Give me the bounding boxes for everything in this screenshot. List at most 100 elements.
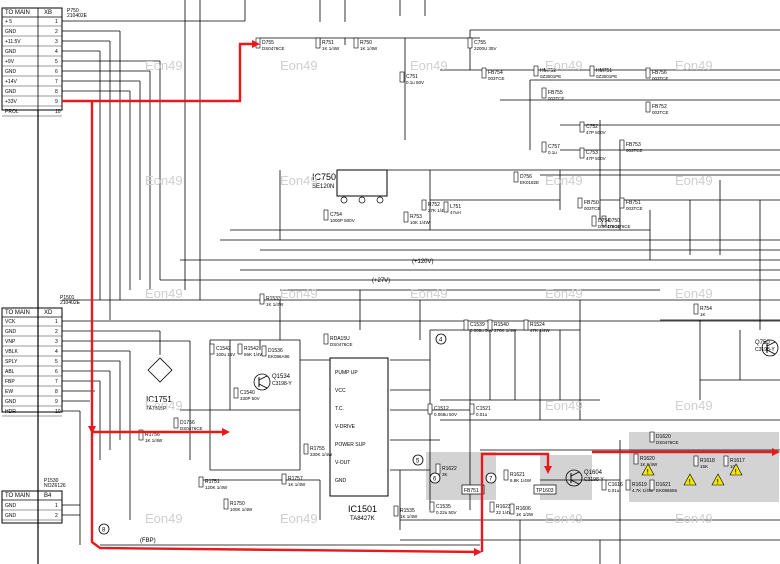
component-ref: D1756	[180, 420, 195, 426]
component-ref: FB750	[584, 200, 599, 206]
component-value: 100u 16V	[216, 352, 235, 357]
marker-8: 8	[98, 523, 110, 535]
transistor-part: C3198-Y	[755, 347, 775, 353]
connector-pin-label: +14V	[5, 79, 17, 85]
component-ref: D1620	[656, 434, 671, 440]
component-ref: R1751	[205, 479, 220, 485]
connector-pin-label: GND	[5, 69, 17, 75]
connector-pin-number: 8	[55, 389, 58, 395]
component-ref: C1616	[608, 482, 623, 488]
component-value: 270K 1/4W	[494, 328, 517, 333]
component-value: 0.01u	[608, 488, 620, 493]
connector-pin-label: FBP	[5, 379, 15, 385]
ic1751-part: TA7805P	[146, 406, 167, 412]
connector-pin-label: GND	[5, 29, 17, 35]
net-fbp: (FBP)	[140, 538, 156, 544]
connector-pin-label: SPLY	[5, 359, 18, 365]
connector-pin-label: VNP	[5, 339, 16, 345]
component-ref: C755	[474, 40, 486, 46]
tp1603-label: FB751	[464, 488, 479, 494]
component-ref: FB751	[626, 200, 641, 206]
connector-middle-title: TO MAIN	[5, 310, 30, 316]
component-value: EK086A96	[268, 354, 290, 359]
component-value: 0Z3001PE	[540, 74, 561, 79]
highlight-path-fbp	[90, 101, 481, 554]
component-value: 4.7K 1/4W	[632, 488, 654, 493]
component-ref: C754	[330, 212, 342, 218]
warning-icon: !	[729, 463, 743, 476]
component-value: 0.1u 50V	[406, 80, 424, 85]
component-value: 27K 1/4W	[428, 208, 449, 213]
connector-pin-number: 2	[55, 29, 58, 35]
ic1501-pin-label: V-OUT	[335, 460, 350, 466]
connector-pin-label: GND	[5, 89, 17, 95]
ic750-name: IC750	[312, 172, 336, 182]
connector-pin-number: 7	[55, 379, 58, 385]
marker-number: 6	[433, 477, 437, 483]
watermark-text: Eon49	[280, 173, 318, 188]
component-value: DS0476CE	[608, 224, 631, 229]
component-ref: R1622	[442, 466, 457, 472]
wires-top	[62, 0, 780, 340]
connector-pin-number: 2	[55, 513, 58, 519]
component-ref: C752	[586, 124, 598, 130]
component-ref: FB753	[626, 142, 641, 148]
component-value: 0.068u 50V	[470, 328, 493, 333]
component-value: 56K 1/4W	[244, 352, 265, 357]
component-ref: R750	[360, 40, 372, 46]
marker-4: 4	[435, 333, 447, 345]
connector-bottom-title: TO MAIN	[5, 493, 30, 499]
component-value: 15K	[700, 464, 708, 469]
connector-pin-label: +11.5V	[5, 39, 21, 45]
connector-pin-label: ABL	[5, 369, 15, 375]
warning-icon: !	[641, 463, 655, 476]
component-value: 0.22u 50V	[436, 510, 457, 515]
component-ref: R754	[700, 306, 712, 312]
watermark-text: Eon49	[280, 286, 318, 301]
component-value: 003TCE	[488, 76, 505, 81]
component-value: DS0476CE	[180, 426, 203, 431]
component-value: 003TCE	[584, 206, 601, 211]
component-ref: R1535	[400, 508, 415, 514]
connector-pin-number: 5	[55, 59, 58, 65]
watermark-text: Eon49	[675, 398, 713, 413]
ic750-part: SE120N	[312, 184, 334, 190]
component-value: EK086556	[656, 488, 678, 493]
watermark-text: Eon49	[675, 173, 713, 188]
arrow-icon	[772, 448, 780, 456]
connector-pin-label: GND	[5, 399, 17, 405]
component-value: 1K	[700, 312, 706, 317]
marker-7: 7	[485, 472, 497, 484]
component-ref: R1606	[516, 506, 531, 512]
component-value: 003TCE	[626, 206, 643, 211]
watermark-text: Eon49	[410, 58, 448, 73]
component-ref: R751	[322, 40, 334, 46]
connector-pin-label: PROL	[5, 109, 19, 115]
component-ref: R1757	[288, 476, 303, 482]
connector-middle-part: P1501	[60, 295, 75, 301]
connector-pin-number: 2	[55, 329, 58, 335]
component-value: 003TCE	[652, 110, 669, 115]
connector-pin-number: 3	[55, 339, 58, 345]
ic1751: IC1751 TA7805P	[146, 357, 173, 412]
connector-pin-number: 10	[55, 409, 61, 415]
connector-pin-number: 6	[55, 69, 58, 75]
component-ref: C1521	[476, 406, 491, 412]
